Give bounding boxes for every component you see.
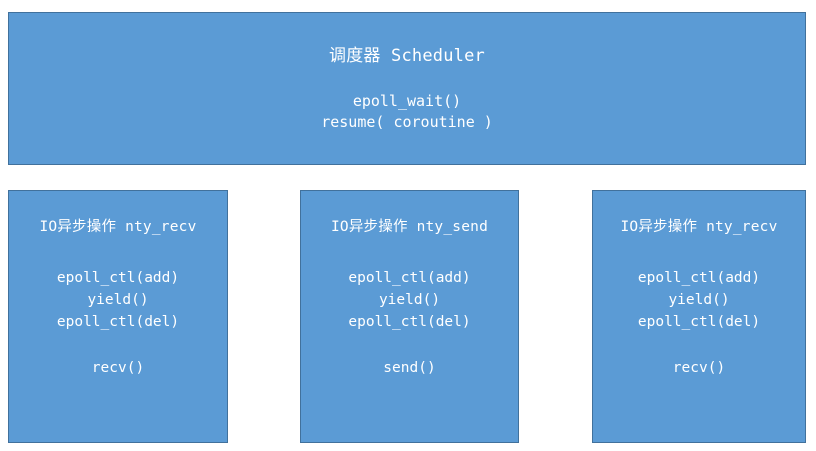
io-async-action: recv() <box>91 360 145 376</box>
io-async-op-line: epoll_ctl(add) <box>56 270 180 286</box>
scheduler-box[interactable]: 调度器 Scheduler epoll_wait() resume( corou… <box>8 12 806 165</box>
io-async-box[interactable]: IO异步操作 nty_send epoll_ctl(add) yield() e… <box>300 190 519 443</box>
io-async-action: send() <box>383 360 436 376</box>
io-async-op-line: epoll_ctl(del) <box>637 314 761 330</box>
io-async-ops: epoll_ctl(add) yield() epoll_ctl(del) <box>593 267 805 333</box>
io-async-box[interactable]: IO异步操作 nty_recv epoll_ctl(add) yield() e… <box>592 190 806 443</box>
io-async-op-line: epoll_ctl(add) <box>637 270 761 286</box>
scheduler-calls: epoll_wait() resume( coroutine ) <box>9 91 805 133</box>
io-async-op-line: epoll_ctl(del) <box>348 314 471 330</box>
io-async-op-line: epoll_ctl(del) <box>56 314 180 330</box>
io-async-ops: epoll_ctl(add) yield() epoll_ctl(del) <box>9 267 227 333</box>
scheduler-call-line: epoll_wait() <box>352 92 462 110</box>
io-async-op-line: yield() <box>378 292 441 308</box>
io-async-title: IO异步操作 nty_send <box>330 219 489 235</box>
io-async-op-line: epoll_ctl(add) <box>348 270 471 286</box>
io-async-ops: epoll_ctl(add) yield() epoll_ctl(del) <box>301 267 518 333</box>
io-async-op-line: yield() <box>87 292 149 308</box>
io-async-title: IO异步操作 nty_recv <box>620 219 778 235</box>
io-async-action: recv() <box>672 360 726 376</box>
scheduler-call-line: resume( coroutine ) <box>321 113 493 131</box>
io-async-op-line: yield() <box>668 292 730 308</box>
io-async-box[interactable]: IO异步操作 nty_recv epoll_ctl(add) yield() e… <box>8 190 228 443</box>
scheduler-title: 调度器 Scheduler <box>329 46 485 66</box>
io-async-title: IO异步操作 nty_recv <box>39 219 197 235</box>
